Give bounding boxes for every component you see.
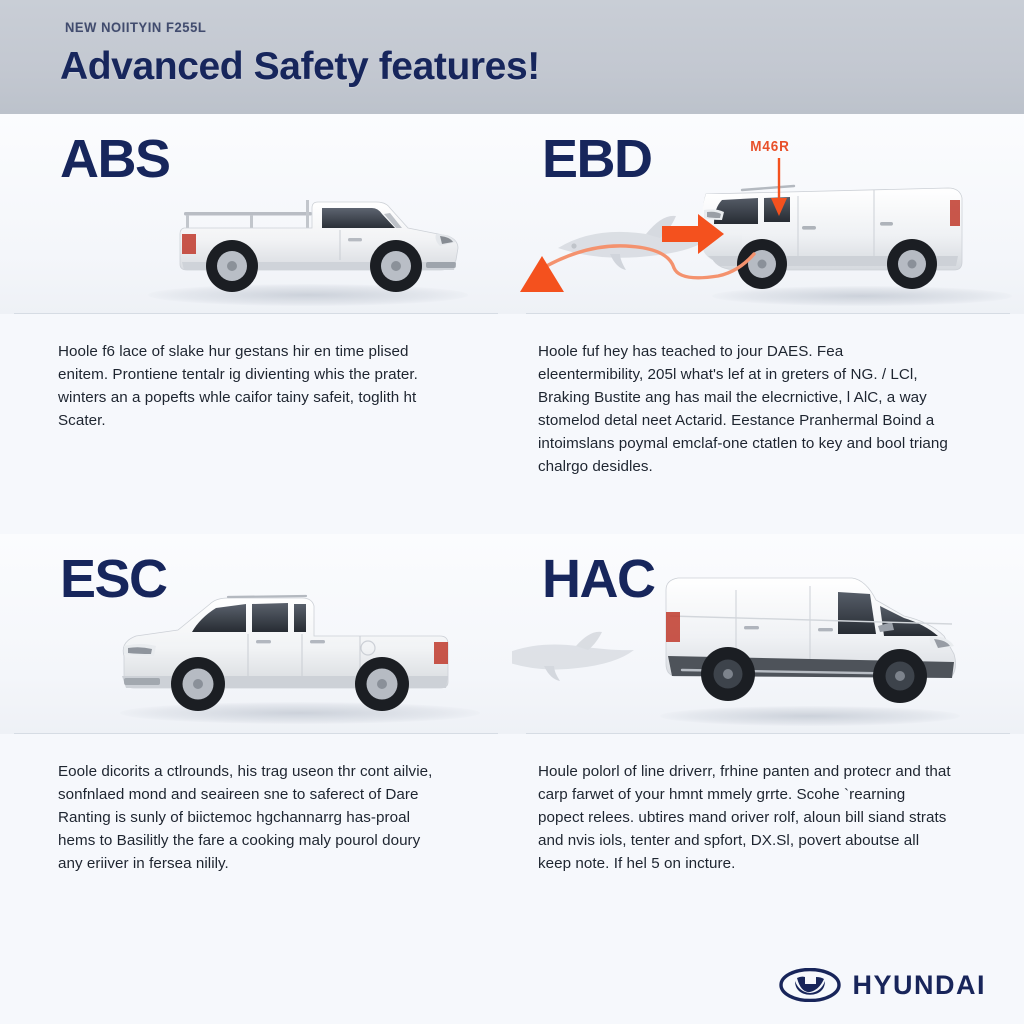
feature-text-ebd: Hoole fuf hey has teached to jour DAES. … [538, 343, 948, 476]
hyundai-emblem-icon [779, 968, 842, 1002]
vehicle-shadow [712, 286, 1012, 306]
impact-arrow-icon [662, 214, 724, 254]
panel-van-icon [702, 184, 963, 289]
feature-text-abs: Hoole f6 lace of slake hur gestans hir e… [58, 343, 418, 430]
pickup-truck-double-cab-icon [122, 594, 449, 711]
feature-code-ebd: EBD [542, 129, 653, 189]
feature-image-ebd: EBD M46R [512, 114, 1024, 314]
feature-card-hac[interactable]: HAC [512, 534, 1024, 954]
header-band: NEW NOIITYIN F255L Advanced Safety featu… [0, 0, 1024, 114]
high-roof-van-icon [665, 577, 956, 703]
feature-text-esc: Eoole dicorits a ctlrounds, his trag use… [58, 763, 433, 873]
feature-card-abs[interactable]: ABS [0, 114, 512, 534]
warning-triangle-icon [520, 256, 564, 292]
card-divider [14, 313, 498, 314]
feature-card-ebd[interactable]: EBD M46R [512, 114, 1024, 534]
card-divider [14, 733, 498, 734]
card-divider [526, 313, 1010, 314]
feature-image-hac: HAC [512, 534, 1024, 734]
feature-grid: ABS [0, 114, 1024, 954]
page-title: Advanced Safety features! [60, 45, 540, 88]
vehicle-shadow [660, 706, 960, 726]
header-overline: NEW NOIITYIN F255L [64, 20, 207, 35]
feature-text-hac: Houle polorl of line driverr, frhine pan… [538, 763, 951, 873]
flow-line-icon [534, 244, 756, 280]
ghost-fish-shape-icon [512, 631, 634, 681]
down-arrow-icon [771, 158, 787, 216]
card-divider [526, 733, 1010, 734]
feature-code-hac: HAC [542, 549, 656, 609]
feature-code-esc: ESC [60, 549, 168, 609]
hyundai-wordmark: HYUNDAI [852, 969, 986, 1000]
feature-image-esc: ESC [0, 534, 512, 734]
annotation-label-ebd: M46R [750, 138, 790, 155]
feature-card-esc[interactable]: ESC [0, 534, 512, 954]
footer: HYUNDAI [0, 954, 1024, 1024]
pickup-truck-single-cab-icon [179, 200, 459, 292]
feature-code-abs: ABS [60, 129, 171, 189]
hyundai-logo: HYUNDAI [779, 968, 986, 1002]
feature-image-abs: ABS [0, 114, 512, 314]
